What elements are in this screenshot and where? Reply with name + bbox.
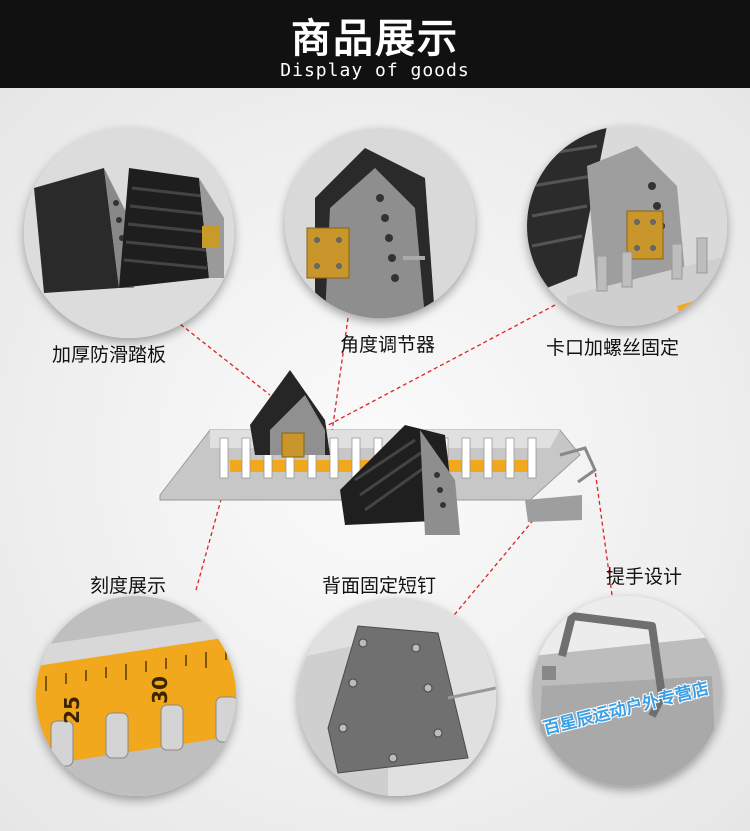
detail-circle-clamp-screw: [527, 126, 727, 326]
page-title: 商品展示: [291, 16, 459, 62]
header-banner: 商品展示 Display of goods: [0, 0, 750, 88]
page-subtitle: Display of goods: [280, 60, 470, 81]
detail-circle-scale: 25 30: [36, 596, 236, 796]
feature-label-angle-adjuster: 角度调节器: [340, 334, 436, 356]
detail-circle-angle-adjuster: [285, 128, 475, 318]
starting-block-product: [159, 370, 597, 535]
feature-label-scale-display: 刻度展示: [90, 575, 167, 597]
feature-label-back-spikes: 背面固定短钉: [322, 575, 437, 597]
scale-tick-30: 30: [147, 676, 172, 704]
detail-circle-handle: [532, 596, 722, 786]
detail-circle-back-spikes: [298, 598, 496, 796]
detail-circle-anti-slip-pedal: [24, 128, 234, 338]
scale-tick-25: 25: [59, 696, 84, 724]
feature-label-handle-design: 提手设计: [606, 566, 683, 588]
feature-label-anti-slip-pedal: 加厚防滑踏板: [52, 344, 167, 366]
feature-label-clamp-screw: 卡口加螺丝固定: [546, 337, 680, 359]
